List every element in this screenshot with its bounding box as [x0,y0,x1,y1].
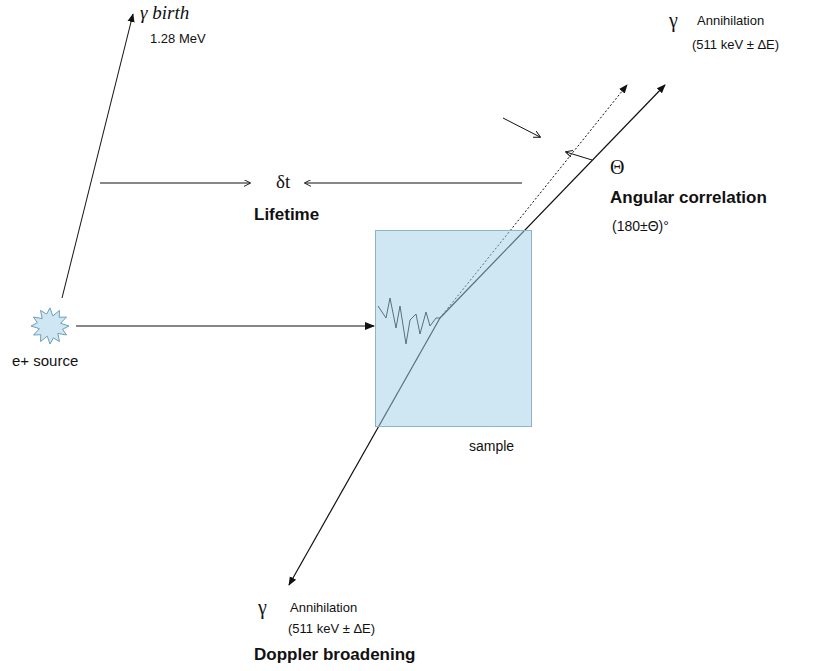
gamma-label: γ [258,596,267,619]
lifetime-arrow [100,183,250,184]
birth-gamma-ray [62,14,133,298]
gamma-label: γ [669,9,678,32]
sample-box: sample [375,230,532,427]
energy-value: (511 keV ± ΔE) [692,38,779,53]
angle-value: (180±Θ)° [612,218,669,234]
method-name: Lifetime [254,205,319,225]
energy-value: 1.28 MeV [150,32,206,47]
method-name: Doppler broadening [254,645,416,665]
process-name: Annihilation [290,601,357,616]
method-name: Angular correlation [610,188,767,208]
angle-pointer [566,152,592,160]
node-label: e+ source [12,352,78,369]
angle-symbol: Θ [610,156,624,179]
starburst-symbol [28,306,72,346]
angle-pointer [503,118,540,137]
gamma-label: γ birth [140,2,189,24]
positron-path-arrow [76,326,374,327]
node-label: sample [469,438,514,454]
energy-value: (511 keV ± ΔE) [288,622,375,637]
starburst-outline [31,308,69,344]
process-name: Annihilation [697,14,764,29]
lifetime-arrow [305,183,522,184]
time-symbol: δt [276,171,290,193]
positron-source: e+ source [12,306,92,382]
